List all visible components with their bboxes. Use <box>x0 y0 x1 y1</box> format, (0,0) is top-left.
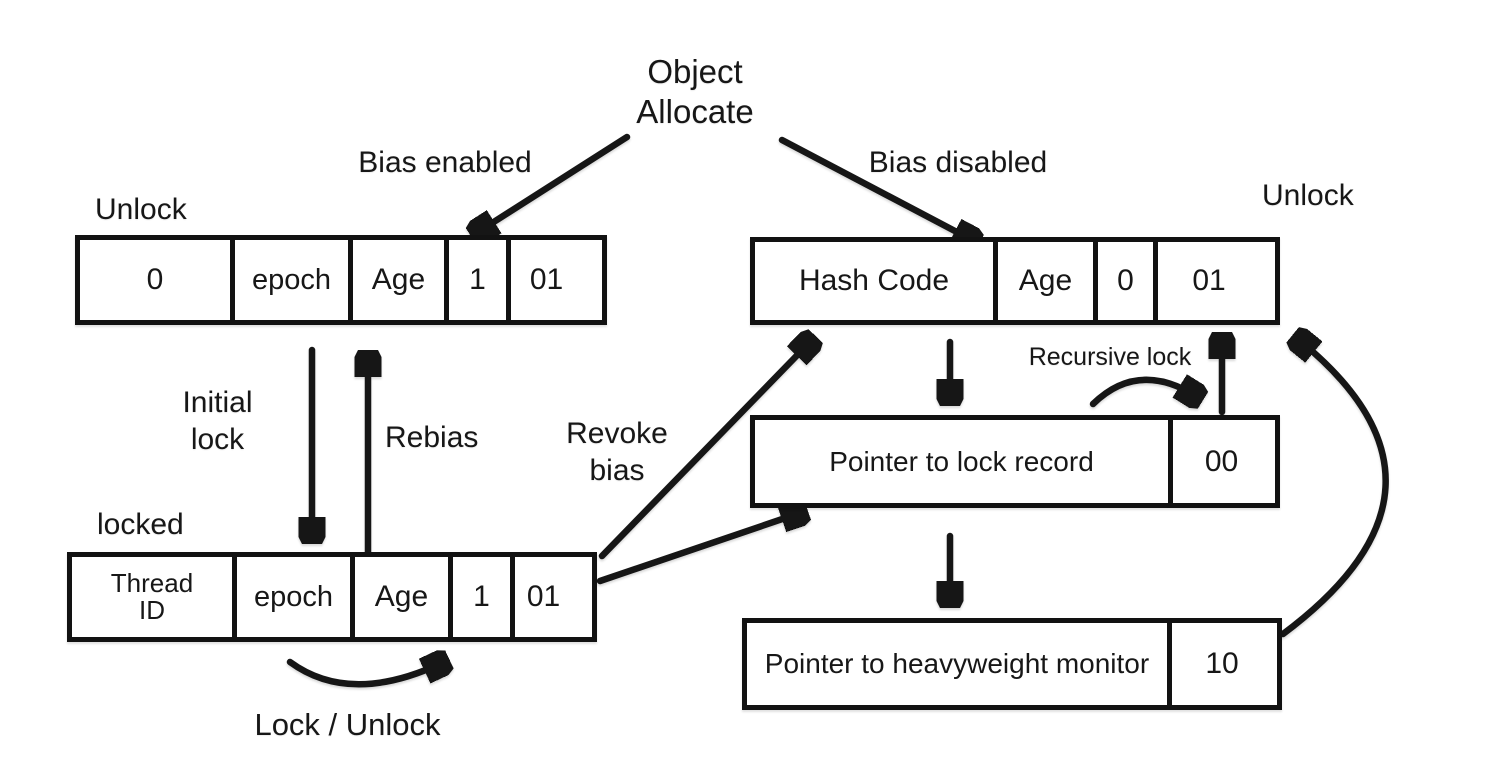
revoke-bias-line1: Revoke <box>566 417 668 450</box>
bias-enabled-label: Bias enabled <box>358 146 532 179</box>
unlock-left-label: Unlock <box>95 193 187 226</box>
object-allocate-line1: Object <box>647 53 743 90</box>
cell-hash-code: Hash Code <box>798 264 950 298</box>
cell-age: Age <box>350 557 448 637</box>
unlock-right-label: Unlock <box>1262 179 1354 212</box>
bias-disabled-label: Bias disabled <box>868 146 1048 179</box>
initial-lock-line1: Initial <box>182 386 253 419</box>
cell-epoch: epoch <box>230 240 348 320</box>
box-heavyweight-locked: Pointer to heavyweight monitor 10 <box>742 618 1282 710</box>
object-allocate-label: Object Allocate <box>590 52 800 133</box>
arrow-monitor-to-unlock <box>1279 340 1389 638</box>
cell-lock-bits: 01 <box>1153 242 1260 320</box>
cell-age: Age <box>993 242 1093 320</box>
arrow-recursive-lock <box>1089 380 1196 404</box>
initial-lock-line2: lock <box>190 422 245 456</box>
cell-biased-flag: 1 <box>448 557 510 637</box>
locked-label: locked <box>97 508 184 541</box>
rebias-label: Rebias <box>385 421 479 454</box>
cell-monitor-pointer: Pointer to heavyweight monitor <box>747 623 1167 705</box>
box-biased-unlocked: 0 epoch Age 1 01 <box>75 235 607 325</box>
arrow-lock-unlock-swoosh <box>286 662 442 688</box>
cell-lock-bits: 01 <box>510 557 572 637</box>
initial-lock-label: Initial lock <box>160 385 275 458</box>
arrow-revoke-bias-to-lockrecord <box>596 513 800 585</box>
cell-biased-flag: 1 <box>444 240 506 320</box>
cell-lock-record-pointer: Pointer to lock record <box>829 445 1094 477</box>
cell-thread-zero: 0 <box>146 263 164 297</box>
cell-epoch: epoch <box>232 557 350 637</box>
box-biased-locked: Thread ID epoch Age 1 01 <box>67 552 597 642</box>
revoke-bias-label: Revoke bias <box>553 416 681 489</box>
object-allocate-line2: Allocate <box>636 93 754 131</box>
lock-unlock-label: Lock / Unlock <box>254 707 441 742</box>
box-unbiased-unlocked: Hash Code Age 0 01 <box>750 237 1280 325</box>
cell-lock-bits: 10 <box>1167 623 1272 705</box>
cell-lock-bits: 01 <box>506 240 582 320</box>
box-lightweight-locked: Pointer to lock record 00 <box>750 415 1280 508</box>
cell-age: Age <box>348 240 444 320</box>
cell-monitor-pointer-text: Pointer to heavyweight monitor <box>764 648 1150 680</box>
cell-biased-flag: 0 <box>1093 242 1153 320</box>
cell-thread-id: Thread ID <box>72 557 232 637</box>
recursive-lock-label: Recursive lock <box>1028 343 1192 371</box>
cell-thread-id-text: Thread ID <box>110 567 194 625</box>
cell-lock-bits: 00 <box>1168 420 1270 503</box>
revoke-bias-line2: bias <box>589 453 645 487</box>
